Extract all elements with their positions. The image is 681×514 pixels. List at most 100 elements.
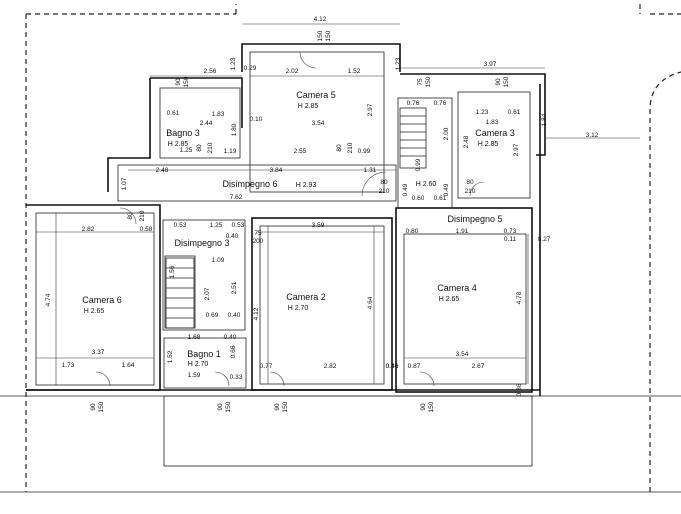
room-height-camera6: H 2.65 [84, 308, 105, 315]
dimension-label: 0.61 [434, 195, 447, 202]
dimension-lines [36, 23, 640, 385]
room-height-camera2: H 2.70 [288, 305, 309, 312]
dimension-label: 2.82 [324, 363, 337, 370]
dimension-label: 0.40 [228, 312, 241, 319]
dimension-label: 0.11 [504, 236, 517, 243]
dimension-label: 150 [503, 76, 510, 87]
dimension-label: 90 [90, 403, 97, 411]
dimension-label: 0.40 [224, 334, 237, 341]
dimension-label: 2.56 [204, 68, 217, 75]
dimension-label: 80 [336, 144, 343, 152]
dimension-label: 0.49 [402, 183, 409, 196]
dimension-label: 3.54 [312, 120, 325, 127]
room-name-camera2: Camera 2 [286, 292, 326, 302]
room-height-camera4: H 2.65 [439, 296, 460, 303]
dimension-label: 0.53 [232, 222, 245, 229]
room-name-disimpegno5: Disimpegno 5 [447, 214, 502, 224]
dimension-label: 0.80 [406, 228, 419, 235]
dimension-label: 210 [139, 210, 146, 221]
dimension-label: 80 [196, 144, 203, 152]
dimension-label: 0.99 [358, 148, 371, 155]
dimension-label: 1.25 [210, 222, 223, 229]
dimension-label: 1.56 [169, 265, 176, 278]
dimension-label: 75 [254, 230, 262, 237]
dimension-label: 0.66 [230, 345, 237, 358]
dimension-label: 2.48 [156, 167, 169, 174]
dimension-label: 1.59 [188, 372, 201, 379]
dimension-label: 2.00 [443, 127, 450, 140]
dimension-label: 2.55 [294, 148, 307, 155]
dimension-label: 150 [325, 30, 332, 41]
dimension-label: 1.23 [476, 109, 489, 116]
room-labels: Camera 5 H 2.85 Bagno 3 H 2.85 Camera 3 … [82, 90, 515, 368]
dimension-label: 3.37 [92, 349, 105, 356]
dimension-label: 1.91 [456, 228, 469, 235]
dimension-label: 1.31 [364, 167, 377, 174]
dimension-label: 90 [217, 403, 224, 411]
stairs [165, 107, 427, 329]
walls [26, 43, 546, 396]
dimension-label: 1.83 [212, 111, 225, 118]
dimension-label: 1.52 [167, 350, 174, 363]
dimension-label: 150 [98, 401, 105, 412]
dimension-label: 1.83 [486, 119, 499, 126]
dimension-label: 3.12 [586, 132, 599, 139]
dimension-label: 1.25 [180, 147, 193, 154]
dimension-label: 210 [207, 142, 214, 153]
dimension-label: 0.61 [508, 109, 521, 116]
dimension-label: 75 [417, 78, 424, 86]
room-name-bagno3: Bagno 3 [166, 128, 200, 138]
dimension-label: 2.48 [463, 135, 470, 148]
dimension-label: 90 [274, 403, 281, 411]
dimension-label: 210 [465, 188, 476, 195]
dimension-label: 2.82 [82, 226, 95, 233]
dimension-label: 0.49 [443, 183, 450, 196]
dimension-label: 0.46 [386, 363, 399, 370]
dimension-label: 4.74 [45, 293, 52, 306]
dimension-label: 1.52 [348, 68, 361, 75]
dimension-label: 2.67 [472, 363, 485, 370]
dimension-label: 2.97 [367, 103, 374, 116]
room-name-disimpegno3: Disimpegno 3 [174, 238, 229, 248]
room-name-camera4: Camera 4 [437, 283, 477, 293]
dimension-label: 0.40 [226, 233, 239, 240]
dimension-label: 0.60 [412, 195, 425, 202]
terrace [0, 395, 681, 493]
dimension-label: 1.09 [212, 257, 225, 264]
dimension-label: 4.12 [314, 16, 327, 23]
dimension-label: 80 [380, 179, 388, 186]
dimension-label: 3.84 [270, 167, 283, 174]
dimension-label: 0.69 [206, 312, 219, 319]
dimension-label: 0.36 [516, 383, 523, 396]
dimension-label: 90 [420, 403, 427, 411]
dimension-label: 80 [127, 212, 134, 220]
dimension-label: 3.54 [456, 351, 469, 358]
dimension-label: 1.23 [230, 57, 237, 70]
dimension-label: 2.07 [204, 287, 211, 300]
room-name-camera3: Camera 3 [475, 128, 515, 138]
property-boundary [25, 4, 681, 492]
dimension-label: 1.68 [188, 334, 201, 341]
dimension-label: 4.12 [253, 307, 260, 320]
dimension-label: 90 [175, 78, 182, 86]
dimension-label: 1.73 [62, 362, 75, 369]
dimension-label: 0.61 [167, 110, 180, 117]
dimension-label: 2.44 [200, 120, 213, 127]
dimension-label: 1.64 [122, 362, 135, 369]
dimension-label: 210 [347, 142, 354, 153]
dimension-label: 150 [425, 76, 432, 87]
dimension-label: 1.84 [541, 113, 548, 126]
room-name-camera5: Camera 5 [296, 90, 336, 100]
room-height-bagno1: H 2.70 [188, 361, 209, 368]
dimension-label: 150 [428, 401, 435, 412]
dimension-label: 0.29 [244, 65, 257, 72]
dimension-label: 0.46 [386, 363, 399, 370]
dimension-label: 4.64 [367, 296, 374, 309]
room-height-bagno3: H 2.85 [168, 141, 189, 148]
dimension-label: 90 [495, 78, 502, 86]
dimension-label: 0.73 [504, 228, 517, 235]
room-name-disimpegno6: Disimpegno 6 [222, 179, 277, 189]
dimension-label: 0.76 [407, 100, 420, 107]
dimension-label: 80 [466, 179, 474, 186]
